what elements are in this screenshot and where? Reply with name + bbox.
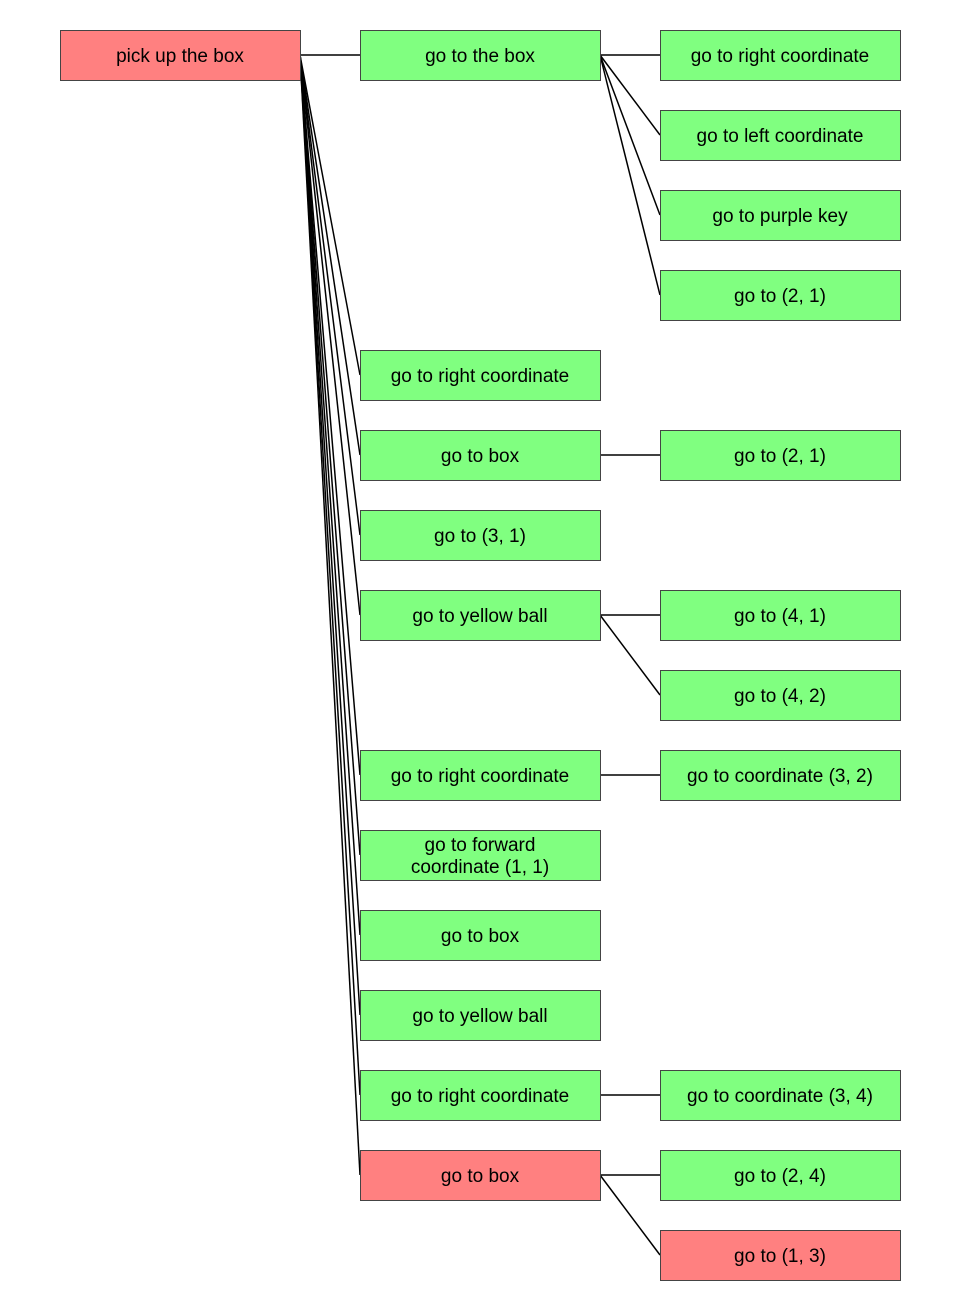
node-label: go to (1, 3): [734, 1246, 826, 1267]
node-go-to-purple-key: go to purple key: [660, 190, 901, 241]
node-label: go to left coordinate: [697, 126, 864, 147]
node-go-to-right-coordinate: go to right coordinate: [360, 1070, 601, 1121]
edge: [299, 54, 361, 776]
node-go-to-2-1: go to (2, 1): [660, 430, 901, 481]
node-go-to-3-1: go to (3, 1): [360, 510, 601, 561]
node-label: go to (3, 1): [434, 526, 526, 547]
node-label: go to the box: [425, 46, 535, 67]
node-go-to-yellow-ball: go to yellow ball: [360, 590, 601, 641]
edge: [299, 54, 361, 456]
nodes: pick up the box go to the box go to right …: [60, 30, 901, 1281]
edge: [299, 54, 361, 1016]
node-box: [360, 1070, 601, 1121]
node-pick-up-the-box: pick up the box: [60, 30, 301, 81]
node-box: [60, 30, 301, 81]
node-box: [660, 190, 901, 241]
node-go-to-yellow-ball: go to yellow ball: [360, 990, 601, 1041]
node-go-to-2-4: go to (2, 4): [660, 1150, 901, 1201]
node-go-to-right-coordinate: go to right coordinate: [360, 750, 601, 801]
node-box: [360, 910, 601, 961]
node-go-to-box: go to box: [360, 430, 601, 481]
node-go-to-4-1: go to (4, 1): [660, 590, 901, 641]
node-label: go to box: [441, 1166, 520, 1187]
node-box: [360, 1150, 601, 1201]
node-label: go to (4, 2): [734, 686, 826, 707]
node-label: go to box: [441, 926, 520, 947]
node-label: go to right coordinate: [391, 1086, 570, 1107]
edge: [599, 54, 661, 296]
node-box: [660, 1230, 901, 1281]
node-label: go to right coordinate: [691, 46, 870, 67]
edge: [599, 1174, 661, 1256]
node-box: [360, 350, 601, 401]
node-box: [360, 510, 601, 561]
edge: [299, 54, 361, 536]
node-box: [660, 670, 901, 721]
node-go-to-box: go to box: [360, 1150, 601, 1201]
node-box: [660, 270, 901, 321]
node-go-to-2-1: go to (2, 1): [660, 270, 901, 321]
node-label: go to forward: [425, 835, 536, 856]
node-box: [360, 990, 601, 1041]
edge: [599, 614, 661, 696]
node-go-to-right-coordinate: go to right coordinate: [660, 30, 901, 81]
node-box: [660, 1070, 901, 1121]
node-box: [660, 30, 901, 81]
node-go-to-left-coordinate: go to left coordinate: [660, 110, 901, 161]
edge: [299, 54, 361, 936]
node-label: go to coordinate (3, 4): [687, 1086, 873, 1107]
edge: [599, 54, 661, 216]
node-go-to-coordinate-3-2: go to coordinate (3, 2): [660, 750, 901, 801]
node-box: [660, 430, 901, 481]
edge: [299, 54, 361, 856]
node-go-to-right-coordinate: go to right coordinate: [360, 350, 601, 401]
node-go-to-coordinate-3-4: go to coordinate (3, 4): [660, 1070, 901, 1121]
node-box: [660, 110, 901, 161]
edge: [299, 54, 361, 616]
edge: [299, 54, 361, 1176]
node-go-to-4-2: go to (4, 2): [660, 670, 901, 721]
node-label: go to purple key: [712, 206, 848, 227]
node-go-to-1-3: go to (1, 3): [660, 1230, 901, 1281]
edge: [299, 54, 361, 376]
node-box: [360, 830, 601, 881]
edges: [299, 54, 661, 1256]
node-box: [360, 30, 601, 81]
node-label: go to yellow ball: [412, 1006, 547, 1027]
node-go-to-the-box: go to the box: [360, 30, 601, 81]
node-label: go to (2, 1): [734, 286, 826, 307]
node-box: [360, 750, 601, 801]
node-box: [360, 430, 601, 481]
node-label: go to right coordinate: [391, 766, 570, 787]
edge: [599, 54, 661, 136]
node-label: pick up the box: [116, 46, 244, 67]
node-label: go to (4, 1): [734, 606, 826, 627]
node-go-to-box: go to box: [360, 910, 601, 961]
node-box: [360, 590, 601, 641]
node-box: [660, 590, 901, 641]
node-label: go to (2, 4): [734, 1166, 826, 1187]
node-label: go to box: [441, 446, 520, 467]
node-label: go to yellow ball: [412, 606, 547, 627]
node-label: go to (2, 1): [734, 446, 826, 467]
node-box: [660, 1150, 901, 1201]
node-box: [660, 750, 901, 801]
node-label: go to coordinate (3, 2): [687, 766, 873, 787]
node-label: go to right coordinate: [391, 366, 570, 387]
node-label: coordinate (1, 1): [411, 857, 549, 878]
